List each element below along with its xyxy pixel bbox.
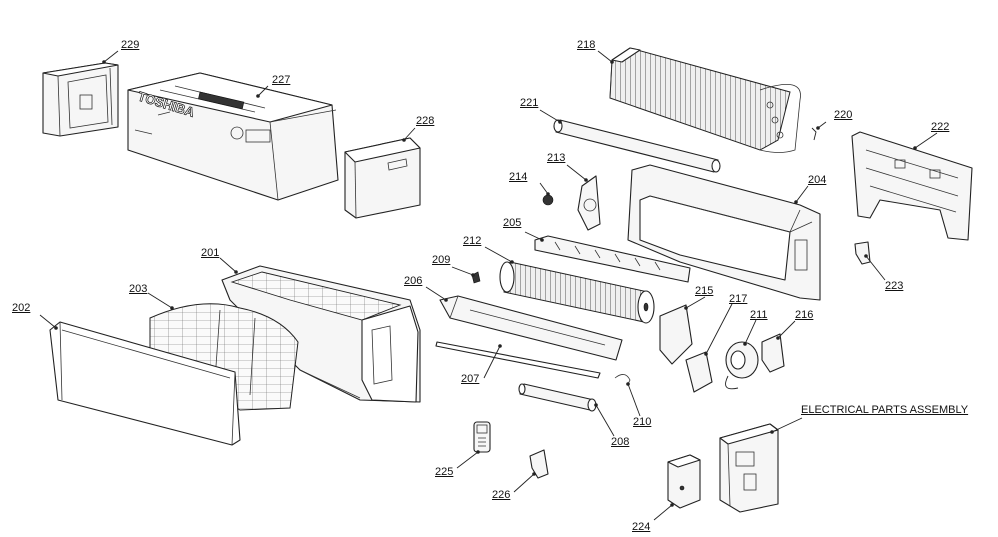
label-205: 205	[503, 217, 522, 229]
label-201: 201	[201, 247, 220, 259]
label-206: 206	[404, 275, 423, 287]
label-223: 223	[885, 280, 904, 292]
part-223-bracket	[854, 241, 871, 265]
part-220-clip	[811, 127, 817, 141]
part-205-louver	[534, 235, 691, 283]
part-207-horizontal-vane	[435, 341, 601, 379]
label-210: 210	[633, 416, 652, 428]
label-213: 213	[547, 152, 566, 164]
part-202-front-grille	[49, 321, 241, 446]
label-204: 204	[808, 174, 827, 186]
part-224-terminal-cover	[667, 454, 701, 509]
label-217: 217	[729, 293, 748, 305]
part-229-packing-end	[42, 62, 119, 137]
label-224: 224	[632, 521, 651, 533]
part-201-front-panel	[221, 265, 421, 403]
part-227-packing-carton	[127, 72, 339, 201]
label-202: 202	[12, 302, 31, 314]
part-217-motor-band	[685, 351, 713, 393]
leader-lines	[39, 50, 938, 521]
part-215-motor-holder	[659, 304, 693, 365]
part-206-drain-pan	[439, 295, 623, 361]
part-210-wire	[614, 374, 631, 385]
part-212-cross-flow-fan	[499, 261, 655, 324]
label-229: 229	[121, 39, 140, 51]
label-221: 221	[520, 97, 539, 109]
label-214: 214	[509, 171, 528, 183]
label-218: 218	[577, 39, 596, 51]
part-214-bearing	[542, 194, 554, 206]
part-211-fan-motor	[725, 341, 759, 390]
part-226-remote-holder	[529, 449, 549, 479]
part-204-rear-housing	[627, 164, 821, 301]
part-218-evaporator	[609, 47, 801, 153]
part-208-drain-hose	[518, 383, 597, 412]
label-207: 207	[461, 373, 480, 385]
part-213-bearing-holder	[577, 175, 601, 231]
label-228: 228	[416, 115, 435, 127]
label-225: 225	[435, 466, 454, 478]
label-222: 222	[931, 121, 950, 133]
label-215: 215	[695, 285, 714, 297]
electrical-parts-assembly	[719, 423, 779, 513]
label-electrical-parts-assembly: ELECTRICAL PARTS ASSEMBLY	[801, 404, 969, 416]
part-216-motor-cover	[761, 333, 785, 373]
part-221-pipe-insulation	[553, 119, 721, 173]
label-203: 203	[129, 283, 148, 295]
label-209: 209	[432, 254, 451, 266]
label-212: 212	[463, 235, 482, 247]
label-216: 216	[795, 309, 814, 321]
part-228-packing-cushion	[344, 137, 421, 219]
label-211: 211	[750, 309, 768, 321]
part-222-mounting-plate	[851, 131, 973, 241]
label-226: 226	[492, 489, 511, 501]
label-220: 220	[834, 109, 853, 121]
label-227: 227	[272, 74, 291, 86]
part-225-remote-control	[473, 421, 491, 453]
label-208: 208	[611, 436, 630, 448]
